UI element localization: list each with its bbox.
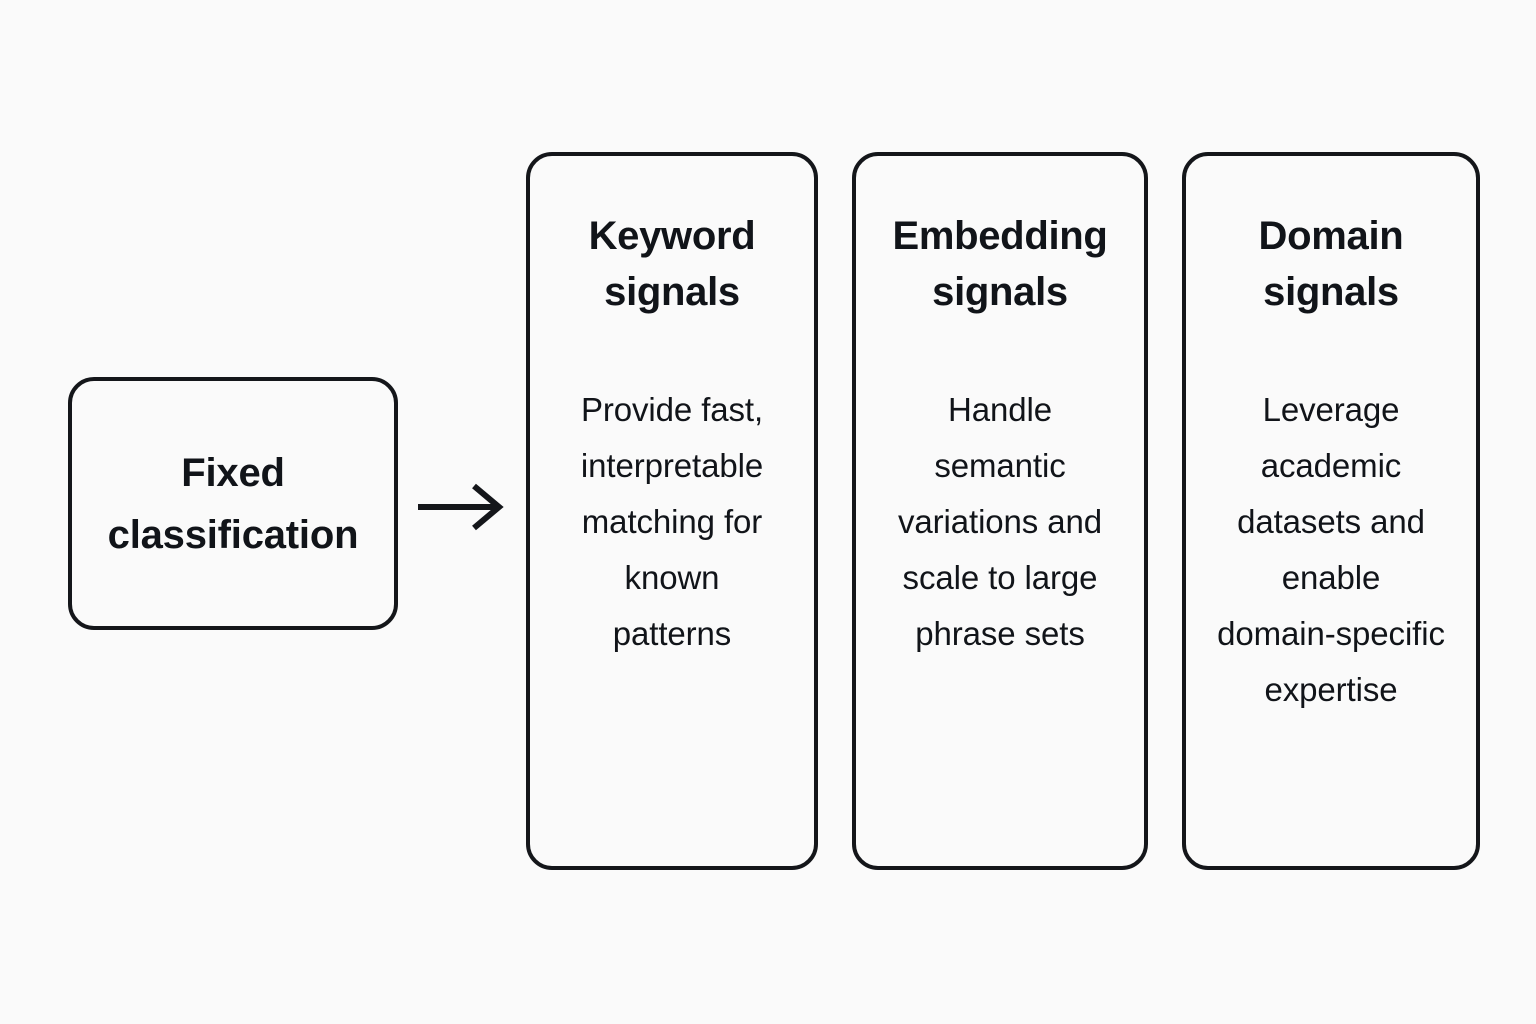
node-fixed-classification[interactable]: Fixed classification [68, 377, 398, 630]
card-domain-signals[interactable]: Domain signals Leverage academic dataset… [1182, 152, 1480, 870]
card-domain-signals-title: Domain signals [1258, 214, 1404, 314]
card-keyword-signals[interactable]: Keyword signals Provide fast, interpreta… [526, 152, 818, 870]
connector-arrow [412, 478, 512, 538]
arrow-right-icon [418, 483, 504, 531]
card-keyword-signals-body: Provide fast, interpretable matching for… [580, 391, 764, 652]
card-embedding-signals[interactable]: Embedding signals Handle semantic variat… [852, 152, 1148, 870]
signal-cards-row: Keyword signals Provide fast, interpreta… [526, 152, 1480, 870]
card-embedding-signals-body: Handle semantic variations and scale to … [897, 391, 1103, 652]
node-fixed-classification-label: Fixed classification [107, 450, 359, 557]
card-keyword-signals-title: Keyword signals [588, 214, 756, 314]
card-embedding-signals-title: Embedding signals [892, 214, 1108, 314]
card-domain-signals-body: Leverage academic datasets and enable do… [1217, 391, 1445, 708]
